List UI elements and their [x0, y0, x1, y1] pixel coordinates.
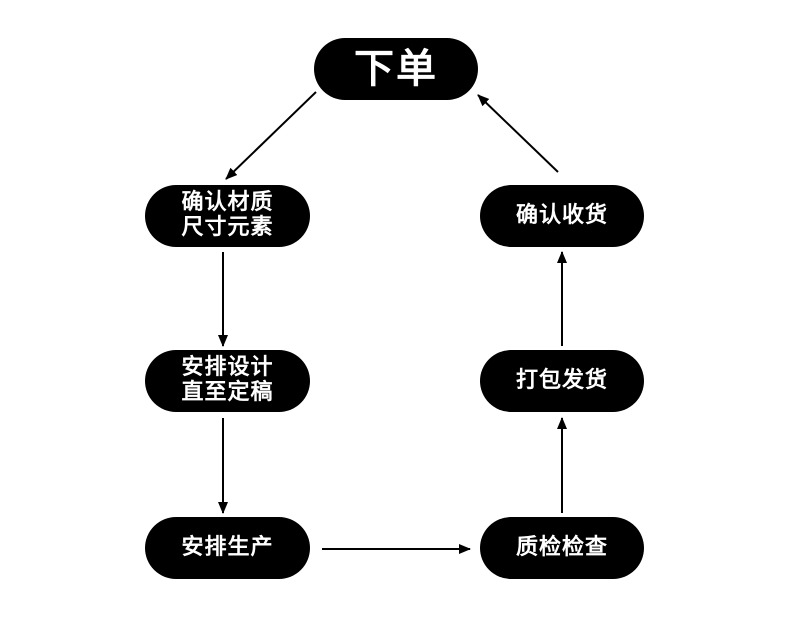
node-confirm-receipt: 确认收货 — [480, 185, 644, 247]
node-confirm-material: 确认材质 尺寸元素 — [145, 185, 310, 247]
node-pack-and-ship: 打包发货 — [480, 350, 644, 412]
node-arrange-production-line-1: 安排生产 — [181, 534, 274, 560]
node-order: 下单 — [314, 38, 478, 100]
node-quality-inspection: 质检检查 — [480, 517, 644, 579]
node-arrange-design-line-1: 安排设计 — [181, 355, 274, 381]
arrow-receive-to-order — [477, 94, 559, 173]
node-confirm-material-line-1: 确认材质 — [181, 190, 274, 216]
node-quality-inspection-line-1: 质检检查 — [515, 534, 608, 560]
node-pack-and-ship-line-1: 打包发货 — [515, 367, 608, 393]
node-arrange-production: 安排生产 — [145, 517, 310, 579]
node-confirm-material-line-2: 尺寸元素 — [181, 215, 274, 240]
node-arrange-design: 安排设计 直至定稿 — [145, 350, 310, 412]
node-confirm-receipt-line-1: 确认收货 — [515, 202, 608, 228]
node-order-line-1: 下单 — [354, 45, 438, 92]
arrow-order-to-confirm — [225, 91, 317, 180]
node-arrange-design-line-2: 直至定稿 — [181, 380, 274, 405]
